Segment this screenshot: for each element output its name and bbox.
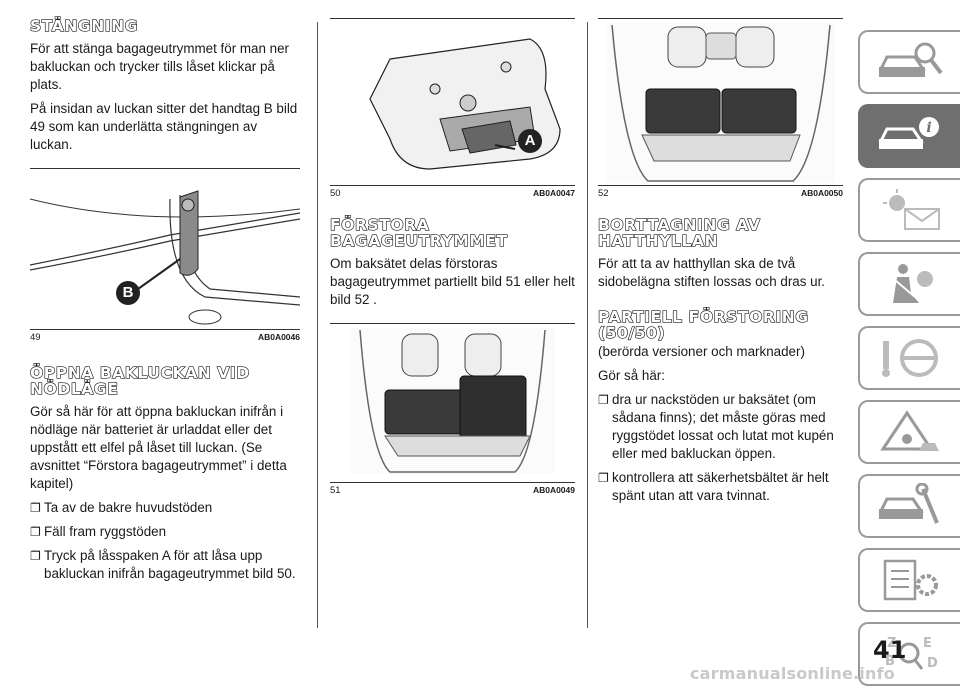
svg-text:E: E — [923, 636, 932, 651]
steering-wheel-icon — [882, 339, 938, 377]
step-item: ❐kontrollera att säkerhetsbältet är helt… — [598, 470, 829, 503]
paragraph-shelf: För att ta av hatthyllan ska de två sido… — [598, 256, 826, 289]
checkbox-bullet-icon: ❐ — [598, 393, 609, 407]
svg-text:i: i — [926, 120, 931, 136]
figure-51-code: AB0A0049 — [532, 485, 575, 495]
figure-50-caption: 50 AB0A0047 — [330, 186, 575, 199]
svg-text:Z: Z — [887, 636, 896, 651]
paragraph-closing-1: För att stänga bagageutrymmet för man ne… — [30, 41, 290, 92]
heading-shelf-removal: BORTTAGNING AV HATTHYLLAN — [597, 216, 761, 250]
tab-car-search[interactable] — [858, 30, 960, 94]
document-gear-icon — [883, 559, 938, 601]
paragraph-closing-2: På insidan av luckan sitter det handtag … — [30, 101, 298, 152]
watermark: carmanualsonline.info — [690, 664, 895, 683]
figure-50-number: 50 — [330, 188, 341, 199]
step-item: ❐Tryck på låsspaken A för att låsa upp b… — [30, 548, 296, 581]
figure-50: A — [330, 18, 575, 186]
figure-51-number: 51 — [330, 485, 341, 496]
dashboard-lights-icon — [883, 189, 940, 230]
heading-enlarge-luggage: FÖRSTORA BAGAGEUTRYMMET — [329, 216, 508, 250]
checkbox-bullet-icon: ❐ — [30, 501, 41, 515]
tab-alphabet-index[interactable]: Z E B D — [858, 622, 960, 686]
figure-51 — [330, 323, 575, 483]
paragraph-enlarge: Om baksätet delas förstoras bagageutrymm… — [330, 256, 575, 307]
step-item: ❐Ta av de bakre huvudstöden — [30, 500, 213, 515]
column-divider-2 — [587, 22, 588, 628]
seat-airbag-icon — [888, 264, 933, 303]
tab-car-wrench[interactable] — [858, 474, 960, 538]
chapter-tabs: i — [858, 30, 960, 686]
svg-text:B: B — [885, 654, 895, 669]
partial-fold-illustration — [350, 328, 555, 474]
heading-partial-enlarge: PARTIELL FÖRSTORING (50/50) — [597, 308, 809, 342]
column-2: A 50 AB0A0047 FÖRSTORA BAGAGEUTRYMMET Om… — [329, 18, 575, 496]
figure-49-number: 49 — [30, 332, 41, 343]
column-3: 52 AB0A0050 BORTTAGNING AV HATTHYLLAN Fö… — [597, 18, 843, 511]
car-wrench-icon — [878, 483, 939, 524]
step-item: ❐dra ur nackstöden ur baksätet (om sådan… — [598, 392, 834, 461]
checkbox-bullet-icon: ❐ — [598, 471, 609, 485]
figure-49-code: AB0A0046 — [257, 332, 300, 342]
alphabet-index-icon: Z E B D — [885, 636, 938, 671]
paragraph-partial-sub: (berörda versioner och marknader) — [598, 344, 805, 359]
figure-52-code: AB0A0050 — [800, 188, 843, 198]
heading-closing: STÄNGNING — [29, 17, 139, 35]
tab-steering-wheel[interactable] — [858, 326, 960, 390]
tab-dashboard-lights[interactable] — [858, 178, 960, 242]
tab-seat-airbag[interactable] — [858, 252, 960, 316]
column-divider-1 — [317, 22, 318, 628]
figure-49-caption: 49 AB0A0046 — [30, 330, 300, 343]
column-1: STÄNGNING För att stänga bagageutrymmet … — [29, 17, 300, 589]
figure-52 — [598, 18, 843, 186]
step-item: ❐Fäll fram ryggstöden — [30, 524, 167, 539]
figure-51-caption: 51 AB0A0049 — [330, 483, 575, 496]
tab-car-info[interactable]: i — [858, 104, 960, 168]
warning-triangle-icon — [880, 410, 939, 451]
latch-lever-illustration — [369, 38, 561, 170]
paragraph-emergency: Gör så här för att öppna bakluckan inifr… — [30, 404, 287, 491]
callout-a: A — [518, 129, 542, 153]
figure-49: B — [30, 168, 300, 330]
callout-b: B — [116, 281, 140, 305]
figure-52-number: 52 — [598, 188, 609, 199]
car-search-icon — [878, 42, 943, 77]
car-info-icon: i — [878, 117, 939, 149]
figure-52-caption: 52 AB0A0050 — [598, 186, 843, 199]
svg-text:D: D — [927, 656, 938, 671]
paragraph-partial-intro: Gör så här: — [598, 368, 665, 383]
figure-50-code: AB0A0047 — [532, 188, 575, 198]
tab-document-gear[interactable] — [858, 548, 960, 612]
checkbox-bullet-icon: ❐ — [30, 549, 41, 563]
checkbox-bullet-icon: ❐ — [30, 525, 41, 539]
full-fold-illustration — [606, 23, 835, 183]
heading-emergency-open: ÖPPNA BAKLUCKAN VID NÖDLÄGE — [29, 364, 250, 398]
page-number: 41 — [873, 636, 907, 664]
tab-warning-triangle[interactable] — [858, 400, 960, 464]
tailgate-handle-illustration — [30, 190, 300, 325]
